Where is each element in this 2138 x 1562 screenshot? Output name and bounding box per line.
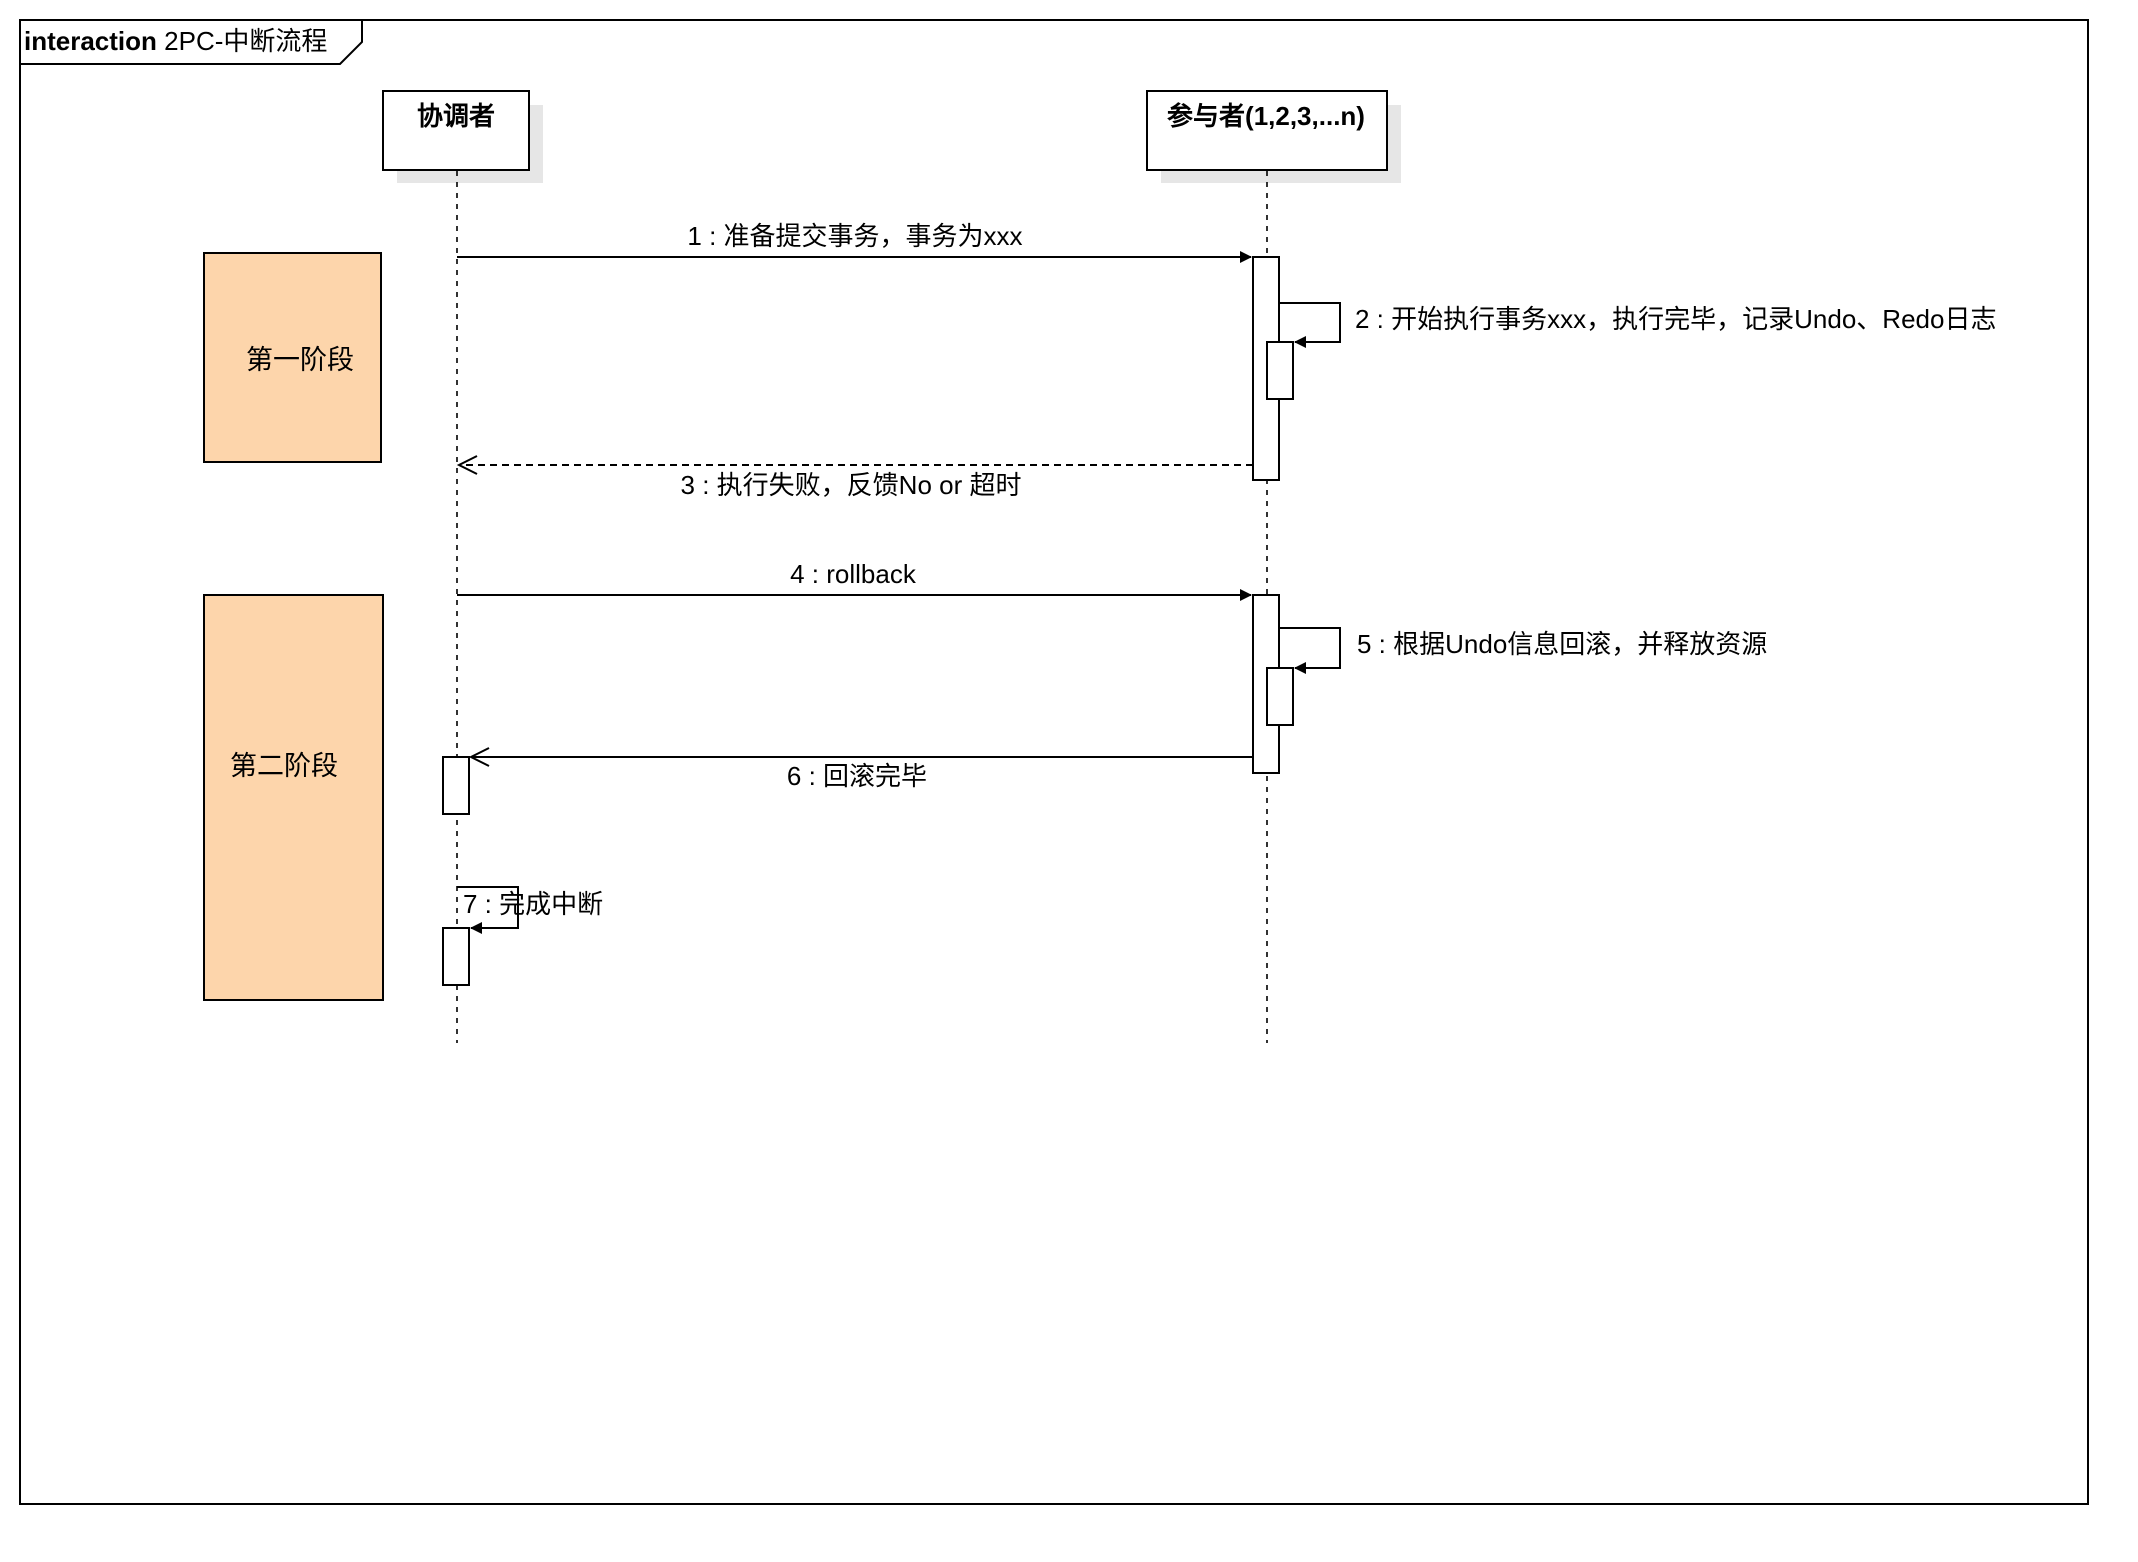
message-2-arrow[interactable] <box>1279 302 1341 348</box>
lifeline-coordinator[interactable]: 协调者 <box>382 90 543 1043</box>
message-4-label: 4 : rollback <box>790 559 917 589</box>
phase-note-2[interactable]: 第二阶段 <box>203 594 384 1001</box>
coordinator-activation-1[interactable] <box>442 756 470 815</box>
message-6[interactable]: 6 : 回滚完毕 <box>468 747 1253 791</box>
coordinator-activation-2[interactable] <box>442 927 470 986</box>
message-7[interactable]: 7 : 完成中断 <box>457 886 603 934</box>
message-1-label: 1 : 准备提交事务，事务为xxx <box>687 221 1022 251</box>
message-7-arrow[interactable] <box>457 886 519 934</box>
coordinator-head[interactable] <box>382 90 530 171</box>
message-6-label: 6 : 回滚完毕 <box>787 761 927 791</box>
frame-title: interaction 2PC-中断流程 <box>24 26 327 56</box>
participants-name: 参与者(1,2,3,...n) <box>1167 101 1365 131</box>
message-3-arrowhead <box>456 455 478 475</box>
message-4[interactable]: 4 : rollback <box>457 559 1252 601</box>
frame-name: 2PC-中断流程 <box>164 26 327 56</box>
phase-label-2: 第二阶段 <box>230 751 338 781</box>
frame-keyword: interaction <box>24 26 157 56</box>
message-1[interactable]: 1 : 准备提交事务，事务为xxx <box>457 221 1252 263</box>
message-5-label: 5 : 根据Undo信息回滚，并释放资源 <box>1357 629 1767 659</box>
message-2[interactable]: 2 : 开始执行事务xxx，执行完毕，记录Undo、Redo日志 <box>1279 302 1996 348</box>
message-5-arrow[interactable] <box>1279 627 1341 674</box>
phase-label-1: 第一阶段 <box>246 345 354 375</box>
message-2-label: 2 : 开始执行事务xxx，执行完毕，记录Undo、Redo日志 <box>1355 304 1996 334</box>
interaction-frame: interaction 2PC-中断流程 <box>19 19 2089 1505</box>
coordinator-name: 协调者 <box>417 101 495 131</box>
participant-self-activation-1[interactable] <box>1266 341 1294 400</box>
message-5[interactable]: 5 : 根据Undo信息回滚，并释放资源 <box>1279 627 1767 674</box>
lifeline-participants[interactable]: 参与者(1,2,3,...n) <box>1146 90 1401 1043</box>
phase-note-1[interactable]: 第一阶段 <box>203 252 382 463</box>
message-3-label: 3 : 执行失败，反馈No or 超时 <box>681 470 1022 500</box>
participant-self-activation-2[interactable] <box>1266 667 1294 726</box>
message-6-arrowhead <box>468 747 490 767</box>
message-3[interactable]: 3 : 执行失败，反馈No or 超时 <box>456 455 1253 500</box>
participants-head[interactable] <box>1146 90 1388 171</box>
message-7-label: 7 : 完成中断 <box>463 889 603 919</box>
